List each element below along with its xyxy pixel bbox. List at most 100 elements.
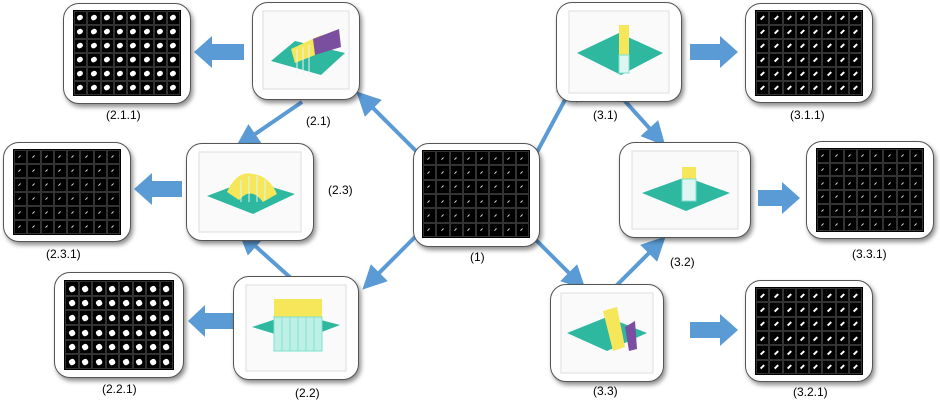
grid-cell (835, 287, 849, 303)
grid-cell (782, 316, 796, 332)
grid-cell (883, 203, 897, 218)
grid-cell (848, 81, 863, 95)
grid-cell (13, 164, 28, 178)
label-3-1: (3.1) (593, 108, 618, 122)
grid-cell (848, 359, 863, 375)
grid-cell (835, 53, 849, 67)
grid-cell (856, 217, 871, 231)
grid-cell (896, 190, 910, 204)
grid-cell (73, 53, 88, 67)
grid-cell (489, 208, 503, 223)
grid-cell (126, 25, 141, 39)
grid-cell (27, 192, 41, 206)
grid-cell (78, 281, 92, 296)
grid-cell (53, 192, 68, 206)
plot-3-2 (631, 150, 739, 230)
grid-cell (105, 310, 119, 325)
label-2-2-1: (2.2.1) (102, 382, 137, 396)
grid-cell (755, 287, 770, 303)
grid-cell (856, 190, 871, 204)
grid-cell (92, 295, 106, 311)
grid-cell (140, 39, 154, 53)
grid-cell (808, 330, 823, 346)
grid-cell (65, 281, 79, 296)
grid-cell (13, 150, 28, 164)
grid-cell (795, 81, 810, 95)
grid-cell (769, 287, 783, 303)
grid-cell (835, 39, 849, 53)
grid-cell (795, 359, 810, 375)
grid-cell (92, 325, 106, 340)
label-2-3: (2.3) (328, 183, 353, 197)
grid-cell (66, 220, 81, 234)
grid-cell (808, 359, 823, 375)
grid-cell (515, 193, 530, 209)
grid-cell (848, 25, 863, 39)
grid-cell (769, 302, 783, 317)
grid-cell (502, 179, 516, 195)
grid-cell (830, 176, 844, 190)
grid-cell (73, 81, 88, 95)
grid-cell (159, 354, 173, 369)
grid-cell (830, 190, 844, 204)
grid-cell (436, 208, 450, 223)
grid-cell (755, 25, 770, 39)
grid-cell (816, 203, 831, 218)
grid-cell (782, 11, 796, 25)
grid-cell (119, 310, 133, 325)
grid-cell (515, 150, 530, 166)
grid-cell (126, 11, 141, 25)
grid-cell (856, 176, 871, 190)
grid-cell (843, 190, 857, 204)
grid-cell (816, 190, 831, 204)
grid-cell (515, 208, 530, 223)
grid-cell (489, 193, 503, 209)
grid-cell (883, 162, 897, 177)
grid-cell (92, 354, 106, 369)
grid-cell (106, 220, 121, 234)
grid-cell (40, 150, 54, 164)
grid-cell (126, 39, 141, 53)
grid-cell (153, 67, 167, 81)
arrow-1-to-2-2 (362, 230, 422, 290)
grid-cell (78, 325, 92, 340)
grid-cell (159, 295, 173, 311)
grid-cell (502, 222, 516, 238)
plot-2-1 (262, 10, 350, 90)
grid-cell (769, 330, 783, 346)
grid-cell (73, 67, 88, 81)
grid-cell (795, 67, 810, 81)
grid-cell (66, 178, 81, 192)
grid-cell (848, 345, 863, 360)
grid-cell (475, 208, 490, 223)
grid-cell (909, 203, 924, 218)
grid-cell (502, 208, 516, 223)
grid-cell (106, 178, 121, 192)
grid-cell (132, 354, 146, 369)
grid-cell (515, 165, 530, 180)
grid-cell (755, 316, 770, 332)
grid-cell (53, 206, 68, 220)
grid-cell (909, 149, 924, 163)
grid-cell (436, 193, 450, 209)
grid-cell (475, 179, 490, 195)
grid-cell (159, 281, 173, 296)
grid-cell (40, 220, 54, 234)
grid-cell (782, 39, 796, 53)
grid-cell (848, 53, 863, 67)
grid-cell (449, 222, 463, 238)
grid-cell (66, 164, 81, 178)
grid-cell (153, 81, 167, 95)
grid-cell (87, 53, 101, 67)
grid-cell (835, 25, 849, 39)
grid-cell (848, 39, 863, 53)
node-2-1 (252, 2, 360, 100)
grid-cell (119, 339, 133, 355)
grid-cell (830, 217, 844, 231)
grid-cell (896, 162, 910, 177)
plot-2-2 (245, 284, 347, 372)
grid-cell (808, 81, 823, 95)
node-3-3 (550, 284, 664, 382)
plot-3-1 (568, 10, 670, 94)
grid-cell (795, 25, 810, 39)
